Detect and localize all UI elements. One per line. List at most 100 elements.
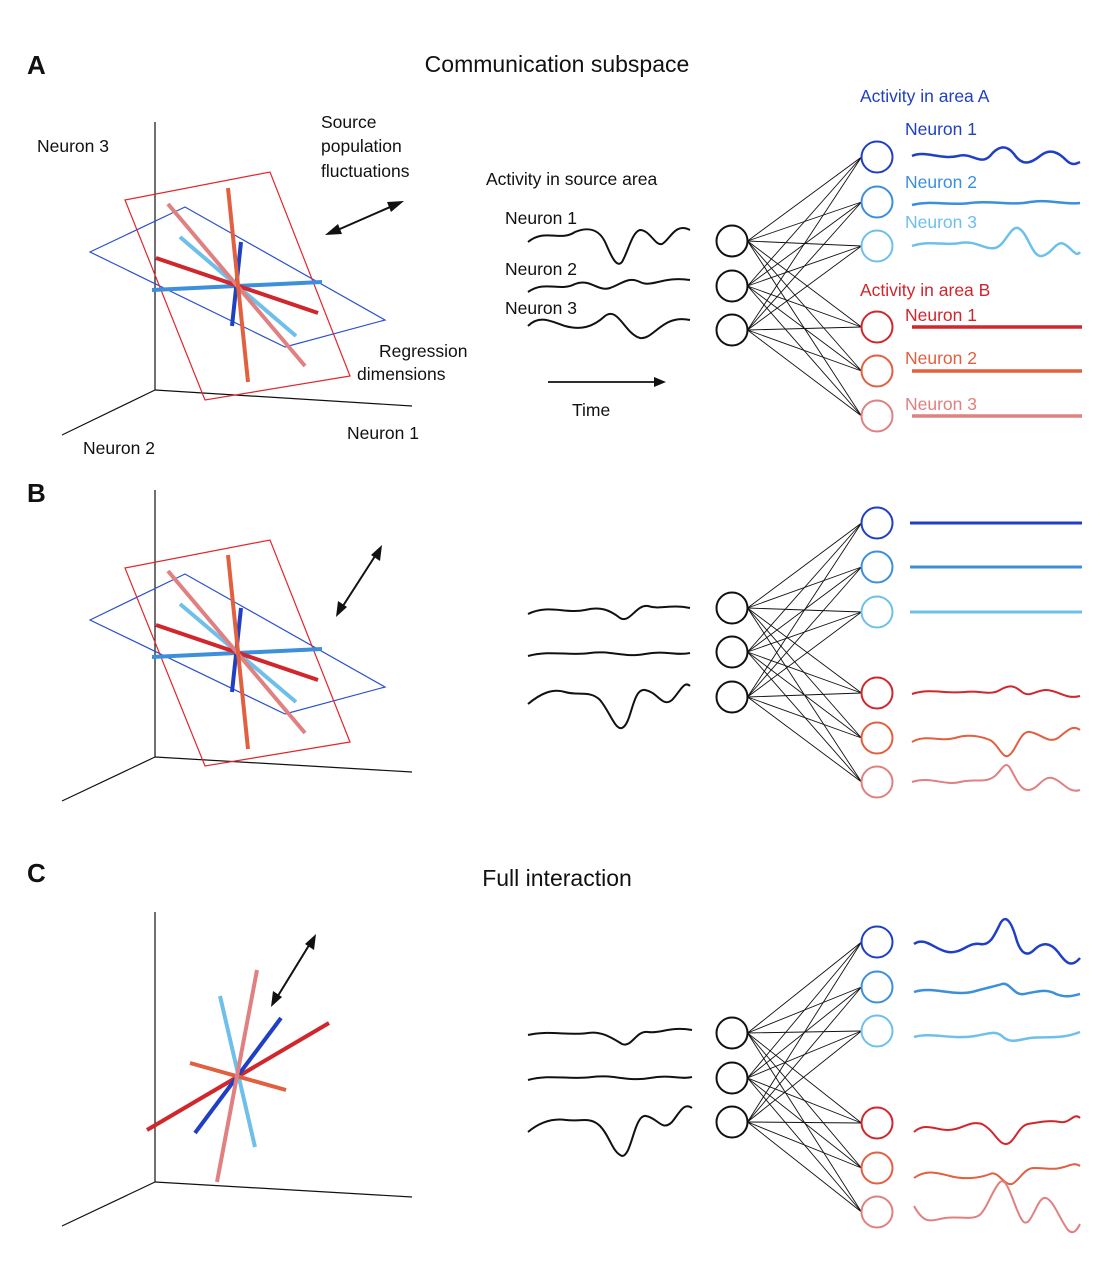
regression-plane-blue bbox=[88, 206, 387, 348]
source-neuron1-label: Neuron 1 bbox=[505, 208, 577, 228]
connection-line bbox=[747, 1121, 862, 1124]
axes-3d-a bbox=[61, 122, 413, 436]
source-node-3 bbox=[715, 680, 749, 714]
connection-line bbox=[747, 522, 862, 609]
connection-line bbox=[747, 285, 862, 328]
target-traces-a bbox=[911, 146, 1082, 258]
activity-source-label: Activity in source area bbox=[486, 169, 657, 189]
area-b-node-3 bbox=[860, 765, 894, 799]
source-node-2 bbox=[715, 635, 749, 669]
connection-line bbox=[747, 1077, 862, 1169]
area-a-node-2 bbox=[860, 550, 894, 584]
connection-line bbox=[747, 1032, 862, 1124]
connection-line bbox=[747, 607, 862, 739]
connection-line bbox=[747, 201, 862, 331]
panel-c-letter: C bbox=[27, 858, 46, 888]
connection-line bbox=[747, 156, 862, 287]
regression-line1: Regression bbox=[379, 341, 468, 361]
connection-line bbox=[747, 329, 862, 417]
area-a-node-3 bbox=[860, 1014, 894, 1048]
source-node-1 bbox=[715, 591, 749, 625]
connection-line bbox=[747, 156, 862, 242]
target-traces-a-flat-b bbox=[910, 521, 1082, 614]
area-a-neuron3-label: Neuron 3 bbox=[905, 212, 977, 232]
connection-line bbox=[747, 566, 862, 698]
target-trace-a3 bbox=[911, 226, 1082, 258]
area-a-node-1 bbox=[860, 506, 894, 540]
network-a bbox=[715, 140, 894, 433]
source-node-1 bbox=[715, 1016, 749, 1050]
axis-label-neuron1: Neuron 1 bbox=[347, 423, 419, 443]
area-b-neuron3-label: Neuron 3 bbox=[905, 394, 977, 414]
panel-b-letter: B bbox=[27, 478, 46, 508]
regression-plane-red bbox=[124, 171, 351, 401]
connection-line bbox=[747, 941, 862, 1079]
source-fluct-line3: fluctuations bbox=[321, 161, 410, 181]
area-a-node-2 bbox=[860, 970, 894, 1004]
axes-3d-c bbox=[61, 912, 413, 1227]
connection-line bbox=[747, 285, 862, 417]
network-c bbox=[715, 925, 894, 1229]
connection-line bbox=[747, 329, 862, 372]
regression-line2: dimensions bbox=[357, 364, 446, 384]
connection-line bbox=[747, 1121, 862, 1169]
regression-plane-blue-b bbox=[88, 573, 387, 715]
time-arrow bbox=[548, 377, 666, 387]
connection-line bbox=[747, 651, 862, 783]
axis-neuron1 bbox=[154, 389, 413, 407]
network-b bbox=[715, 506, 894, 799]
connection-line bbox=[747, 1121, 862, 1213]
dim-line-b2 bbox=[226, 187, 250, 383]
area-b-node-1 bbox=[860, 676, 894, 710]
area-b-node-2 bbox=[860, 1151, 894, 1185]
connection-line bbox=[747, 522, 862, 653]
connection-line bbox=[747, 522, 862, 698]
connection-line bbox=[747, 1030, 862, 1123]
area-b-neuron1-label: Neuron 1 bbox=[905, 305, 977, 325]
fluctuation-arrow-a bbox=[325, 201, 404, 235]
connection-line bbox=[747, 1077, 862, 1124]
connection-line bbox=[747, 941, 862, 1123]
connection-line bbox=[747, 651, 862, 694]
connection-line bbox=[747, 941, 862, 1034]
source-traces-a bbox=[527, 227, 691, 340]
source-traces-c bbox=[527, 1027, 693, 1158]
source-node-2 bbox=[715, 269, 749, 303]
dimension-lines-a bbox=[151, 187, 323, 383]
source-node-1 bbox=[715, 224, 749, 258]
area-b-node-2 bbox=[860, 354, 894, 388]
area-a-neuron1-label: Neuron 1 bbox=[905, 119, 977, 139]
connection-line bbox=[747, 607, 862, 694]
connection-line bbox=[747, 692, 862, 698]
connection-line bbox=[747, 696, 862, 739]
connection-line bbox=[747, 245, 862, 331]
connection-line bbox=[747, 611, 862, 698]
area-a-neuron2-label: Neuron 2 bbox=[905, 172, 977, 192]
dimension-lines-c bbox=[145, 969, 331, 1183]
source-trace-a3 bbox=[527, 312, 691, 340]
source-node-2 bbox=[715, 1061, 749, 1095]
source-node-3 bbox=[715, 1105, 749, 1139]
area-b-node-1 bbox=[860, 310, 894, 344]
area-a-node-3 bbox=[860, 229, 894, 263]
area-a-node-1 bbox=[860, 140, 894, 174]
area-a-node-3 bbox=[860, 595, 894, 629]
connection-line bbox=[747, 240, 862, 328]
source-node-3 bbox=[715, 313, 749, 347]
source-neuron2-label: Neuron 2 bbox=[505, 259, 577, 279]
area-b-node-2 bbox=[860, 721, 894, 755]
panel-b: B bbox=[27, 478, 1082, 802]
target-traces-b-c bbox=[913, 1115, 1081, 1234]
axis-label-neuron2: Neuron 2 bbox=[83, 438, 155, 458]
source-traces-b bbox=[527, 604, 691, 730]
dimension-lines-b bbox=[151, 554, 323, 750]
regression-plane-red-b bbox=[124, 539, 351, 767]
panel-a-letter: A bbox=[27, 50, 46, 80]
area-b-neuron2-label: Neuron 2 bbox=[905, 348, 977, 368]
panel-c-title: Full interaction bbox=[482, 865, 632, 891]
area-a-node-1 bbox=[860, 925, 894, 959]
axis-neuron2 bbox=[61, 389, 156, 436]
target-traces-b-b bbox=[911, 685, 1081, 792]
